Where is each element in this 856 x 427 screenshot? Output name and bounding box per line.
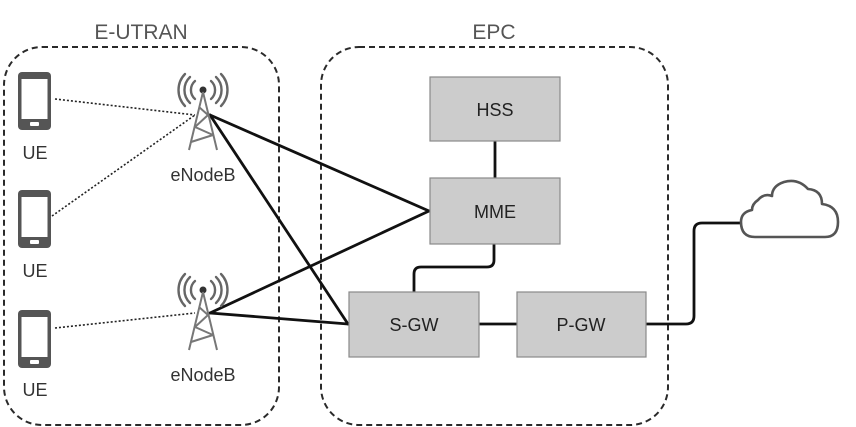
enodeb-label-1: eNodeB — [170, 165, 235, 185]
pgw-node[interactable]: P-GW — [516, 291, 647, 358]
ue-device-1[interactable] — [18, 72, 51, 130]
sgw-box[interactable] — [348, 291, 480, 358]
enodeb-2[interactable] — [177, 272, 229, 351]
cell-tower-icon — [177, 72, 229, 151]
pgw-label: P-GW — [557, 315, 606, 335]
radio-link-ue2-enb1 — [51, 114, 196, 217]
link-enb1-sgw — [208, 113, 350, 326]
hss-label: HSS — [476, 100, 513, 120]
pgw-box[interactable] — [516, 291, 647, 358]
link-enb2-sgw — [208, 311, 350, 326]
ue-label-3: UE — [22, 380, 47, 400]
epc-group-label: EPC — [472, 21, 515, 44]
eutran-group-label: E-UTRAN — [94, 21, 187, 44]
radio-link-ue3-enb2 — [54, 312, 196, 329]
sgw-node[interactable]: S-GW — [348, 291, 480, 358]
hss-box[interactable] — [429, 76, 561, 142]
epc-group-boundary — [320, 46, 669, 426]
link-enb2-mme — [208, 209, 431, 315]
enodeb-label-2: eNodeB — [170, 365, 235, 385]
mme-label: MME — [474, 202, 516, 222]
link-pgw-internet — [644, 221, 744, 326]
ue-device-2[interactable] — [18, 190, 51, 248]
cloud-icon[interactable] — [739, 179, 840, 239]
cell-tower-icon — [177, 272, 229, 351]
hss-node[interactable]: HSS — [429, 76, 561, 142]
ue-device-3[interactable] — [18, 310, 51, 368]
ue-label-1: UE — [22, 143, 47, 163]
link-enb1-mme — [208, 113, 431, 213]
link-mme-sgw — [412, 242, 496, 294]
ue-label-2: UE — [22, 261, 47, 281]
enodeb-1[interactable] — [177, 72, 229, 151]
radio-link-ue1-enb1 — [54, 98, 196, 116]
sgw-label: S-GW — [390, 315, 439, 335]
mme-node[interactable]: MME — [429, 177, 561, 245]
mme-box[interactable] — [429, 177, 561, 245]
